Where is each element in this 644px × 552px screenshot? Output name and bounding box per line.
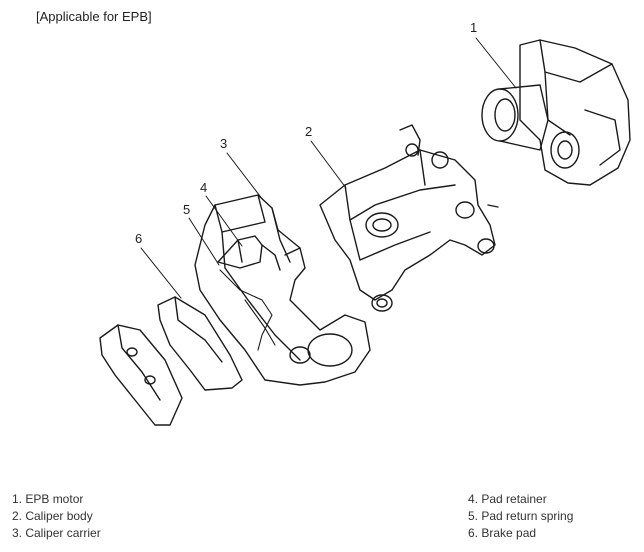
diagram-heading: [Applicable for EPB] xyxy=(36,9,152,24)
callout-3: 3 xyxy=(220,136,228,151)
leader-lines xyxy=(140,37,517,299)
legend-right: 4. Pad retainer 5. Pad return spring 6. … xyxy=(468,491,573,542)
legend-item-pad-return-spring: 5. Pad return spring xyxy=(468,509,574,523)
callout-2: 2 xyxy=(305,124,313,139)
epb-motor-part xyxy=(481,39,631,186)
brake-pad-part xyxy=(99,296,243,426)
legend-item-brake-pad: 6. Brake pad xyxy=(468,526,537,540)
pad-retainer-part xyxy=(217,235,281,271)
callout-1: 1 xyxy=(470,20,478,35)
caliper-carrier-part xyxy=(194,194,371,386)
legend-left: 1. EPB motor 2. Caliper body 3. Caliper … xyxy=(12,491,101,542)
legend-item-epb-motor: 1. EPB motor xyxy=(12,492,84,506)
caliper-body-part xyxy=(319,124,499,312)
pad-return-spring-part xyxy=(219,269,276,351)
legend-item-pad-retainer: 4. Pad retainer xyxy=(468,492,547,506)
legend-item-caliper-carrier: 3. Caliper carrier xyxy=(12,526,101,540)
callout-5: 5 xyxy=(183,202,191,217)
callout-4: 4 xyxy=(200,180,208,195)
legend-item-caliper-body: 2. Caliper body xyxy=(12,509,93,523)
callout-6: 6 xyxy=(135,231,143,246)
